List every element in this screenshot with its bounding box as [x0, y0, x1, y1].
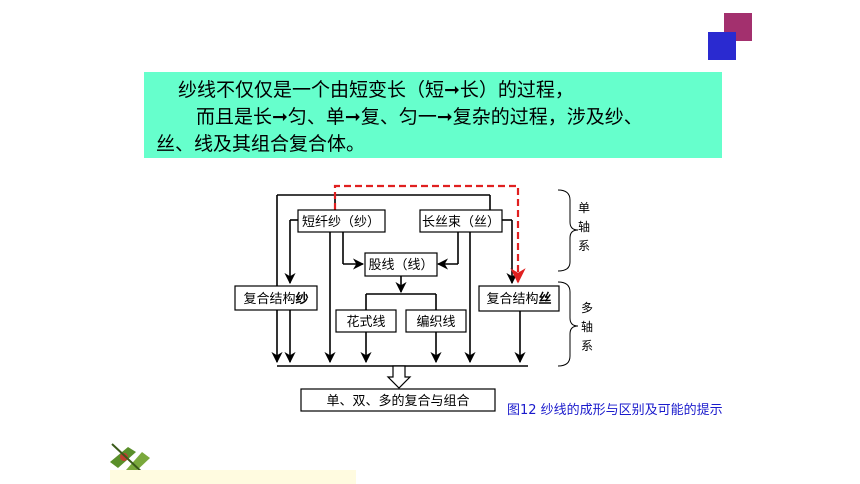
node-filament: 长丝束（丝） — [419, 209, 503, 233]
node-ply-yarn: 股线（线） — [364, 252, 438, 277]
intro-line-2: 而且是长➞匀、单➞复、匀一➞复杂的过程，涉及纱、 — [196, 106, 643, 128]
side-label-single-3: 系 — [578, 239, 590, 253]
figure-caption: 图12 纱线的成形与区别及可能的提示 — [507, 402, 723, 418]
node-composite-silk: 复合结构丝 — [478, 285, 560, 312]
svg-text:复合结构丝: 复合结构丝 — [486, 291, 551, 307]
intro-line-3: 丝、线及其组合复合体。 — [156, 133, 366, 155]
node-braided-yarn: 编织线 — [405, 309, 467, 333]
footer-band — [110, 470, 356, 484]
svg-text:单、双、多的复合与组合: 单、双、多的复合与组合 — [326, 393, 469, 409]
svg-text:编织线: 编织线 — [416, 315, 455, 330]
side-label-multi-1: 多 — [581, 301, 593, 315]
intro-text-box: 纱线不仅仅是一个由短变长（短➞长）的过程， 而且是长➞匀、单➞复、匀一➞复杂的过… — [144, 72, 722, 158]
svg-text:复合结构纱: 复合结构纱 — [243, 292, 308, 307]
side-label-single-1: 单 — [578, 201, 590, 215]
node-short-fiber: 短纤纱（纱） — [297, 209, 386, 233]
svg-text:长丝束（丝）: 长丝束（丝） — [422, 215, 500, 230]
decor-square-blue — [708, 32, 736, 60]
dashed-red-arrow — [333, 184, 526, 284]
svg-text:花式线: 花式线 — [346, 314, 385, 330]
node-fancy-yarn: 花式线 — [335, 309, 397, 333]
svg-text:股线（线）: 股线（线） — [368, 258, 433, 273]
svg-text:短纤纱（纱）: 短纤纱（纱） — [302, 215, 380, 230]
side-label-multi-3: 系 — [581, 339, 593, 353]
brace-single-axis — [557, 189, 579, 272]
intro-line-1: 纱线不仅仅是一个由短变长（短➞长）的过程， — [178, 79, 574, 101]
merge-arrow-icon — [386, 365, 412, 389]
brace-multi-axis — [557, 281, 579, 367]
node-composite-yarn: 复合结构纱 — [234, 285, 318, 311]
node-combination: 单、双、多的复合与组合 — [300, 388, 496, 412]
side-label-multi-2: 轴 — [581, 319, 593, 334]
side-label-single-2: 轴 — [578, 219, 590, 234]
